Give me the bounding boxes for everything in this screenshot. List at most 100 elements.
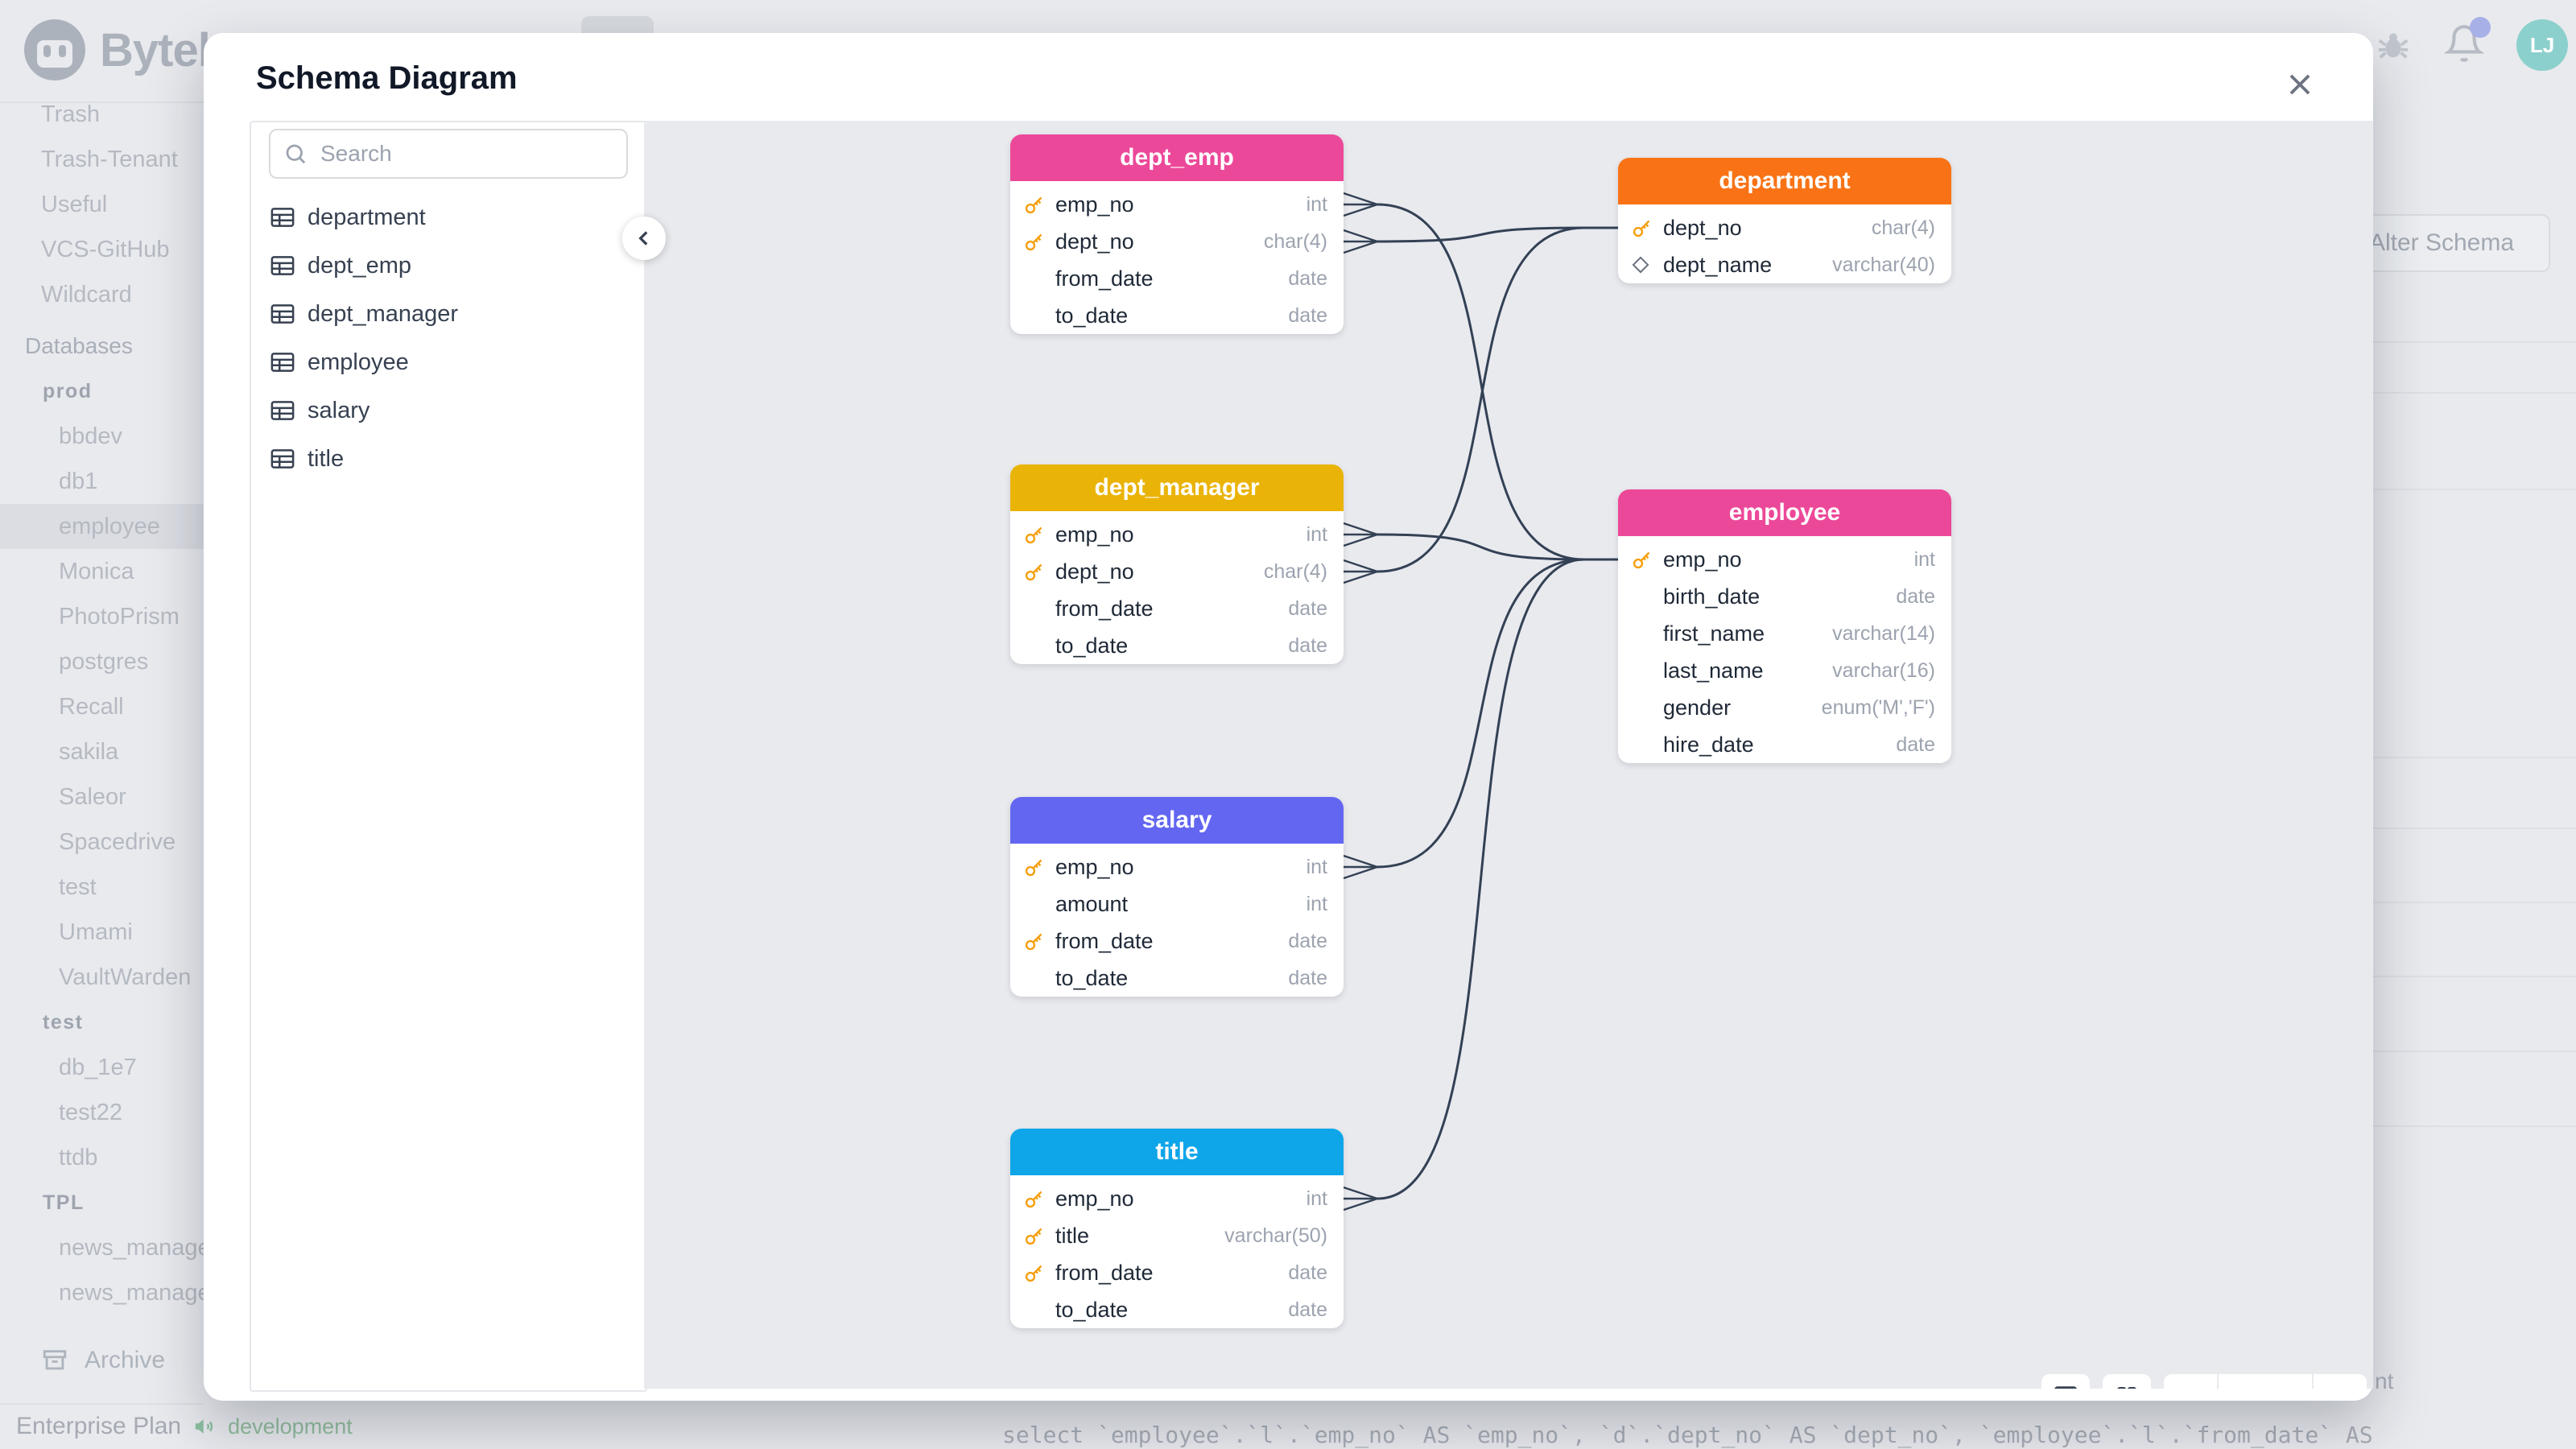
sidebar-item-employee[interactable]: employee bbox=[0, 504, 209, 549]
column-name: dept_no bbox=[1055, 229, 1134, 254]
sidebar-item-spacedrive[interactable]: Spacedrive bbox=[59, 829, 176, 855]
table-list-label: dept_emp bbox=[308, 252, 411, 279]
export-image-button[interactable] bbox=[2041, 1374, 2090, 1389]
table-list-panel: department dept_emp dept_manageremployeesa… bbox=[250, 121, 647, 1392]
column-type: varchar(16) bbox=[1832, 658, 1935, 682]
table-list-item-dept_emp[interactable]: dept_emp bbox=[251, 242, 642, 290]
primary-key-icon bbox=[1025, 233, 1042, 250]
column-name: birth_date bbox=[1663, 584, 1761, 609]
archive-label: Archive bbox=[85, 1347, 166, 1373]
bg-row-line bbox=[2373, 341, 2576, 343]
sidebar-item-db_1e7[interactable]: db_1e7 bbox=[59, 1055, 137, 1080]
column-name: to_date bbox=[1055, 633, 1129, 658]
bg-row-line bbox=[2373, 757, 2576, 758]
table-list-label: department bbox=[308, 204, 426, 230]
column-name: emp_no bbox=[1055, 854, 1134, 879]
column-name: emp_no bbox=[1055, 522, 1134, 547]
table-icon bbox=[270, 304, 295, 324]
sidebar-item-ttdb[interactable]: ttdb bbox=[59, 1145, 98, 1170]
primary-key-icon bbox=[1025, 564, 1042, 580]
zoom-in-button[interactable] bbox=[2314, 1374, 2367, 1389]
close-icon[interactable] bbox=[2281, 65, 2319, 104]
table-header: dept_manager bbox=[1010, 464, 1344, 511]
bg-row-line bbox=[2373, 902, 2576, 903]
table-list-item-department[interactable]: department bbox=[251, 193, 642, 242]
sidebar-item-test[interactable]: test bbox=[59, 874, 97, 900]
notification-bell-icon[interactable] bbox=[2443, 23, 2485, 64]
bytebase-logo-icon bbox=[24, 19, 85, 80]
sidebar-item-vcs-github[interactable]: VCS-GitHub bbox=[41, 237, 170, 262]
sidebar-item-recall[interactable]: Recall bbox=[59, 694, 124, 720]
zoom-out-button[interactable] bbox=[2164, 1374, 2217, 1389]
sidebar-item-vaultwarden[interactable]: VaultWarden bbox=[59, 964, 192, 990]
sidebar-item-news_manage[interactable]: news_manage bbox=[59, 1235, 209, 1261]
sidebar-item-trash[interactable]: Trash bbox=[41, 101, 101, 127]
search-box bbox=[269, 129, 628, 179]
table-list-item-title[interactable]: title bbox=[251, 435, 642, 483]
column-type: varchar(14) bbox=[1832, 621, 1935, 645]
sidebar-item-useful[interactable]: Useful bbox=[41, 192, 108, 217]
column-name: to_date bbox=[1055, 1297, 1129, 1322]
table-header: title bbox=[1010, 1129, 1344, 1175]
sidebar-item-db1[interactable]: db1 bbox=[59, 469, 98, 494]
column-row-to_date: to_date date bbox=[1010, 627, 1344, 664]
bg-row-line bbox=[2373, 828, 2576, 829]
sidebar-item-sakila[interactable]: sakila bbox=[59, 739, 119, 765]
sidebar-item-bbdev[interactable]: bbdev bbox=[59, 423, 123, 449]
canvas-controls: 81% bbox=[2041, 1374, 2367, 1389]
sidebar-group-prod: prod bbox=[43, 380, 93, 402]
sidebar-item-saleor[interactable]: Saleor bbox=[59, 784, 126, 810]
column-name: last_name bbox=[1663, 658, 1764, 683]
sidebar-item-wildcard[interactable]: Wildcard bbox=[41, 282, 132, 308]
column-type: date bbox=[1288, 634, 1327, 657]
avatar-initials: LJ bbox=[2529, 32, 2555, 57]
sidebar-item-photoprism[interactable]: PhotoPrism bbox=[59, 604, 180, 630]
user-avatar[interactable]: LJ bbox=[2516, 19, 2568, 71]
zoom-level: 81% bbox=[2219, 1374, 2312, 1389]
search-icon bbox=[286, 144, 306, 164]
sql-preview-text: select `employee`.`l`.`emp_no` AS `emp_n… bbox=[1002, 1422, 2373, 1448]
column-type: date bbox=[1288, 1261, 1327, 1284]
column-name: to_date bbox=[1055, 965, 1129, 990]
sidebar-item-postgres[interactable]: postgres bbox=[59, 649, 149, 675]
sidebar-item-trash-tenant[interactable]: Trash-Tenant bbox=[41, 147, 178, 172]
bg-row-line bbox=[2373, 392, 2576, 394]
bug-icon[interactable] bbox=[2375, 27, 2412, 64]
table-list-item-employee[interactable]: employee bbox=[251, 338, 642, 386]
sidebar-bottom-divider bbox=[0, 1403, 204, 1405]
sidebar-item-news_manage[interactable]: news_manage bbox=[59, 1280, 209, 1306]
auto-layout-button[interactable] bbox=[2103, 1374, 2151, 1389]
search-input[interactable] bbox=[319, 140, 596, 167]
primary-key-icon bbox=[1025, 859, 1042, 876]
column-type: date bbox=[1288, 1298, 1327, 1321]
table-header: department bbox=[1618, 158, 1951, 204]
clipped-text-fragment: nt bbox=[2375, 1368, 2394, 1393]
sidebar-item-test22[interactable]: test22 bbox=[59, 1100, 122, 1125]
collapse-panel-button[interactable] bbox=[622, 217, 666, 260]
table-icon bbox=[270, 401, 295, 420]
environment-badge: development bbox=[228, 1414, 353, 1439]
sidebar-item-archive[interactable]: Archive bbox=[0, 1338, 250, 1383]
table-list-item-dept_manager[interactable]: dept_manager bbox=[251, 290, 642, 338]
column-type: int bbox=[1306, 522, 1327, 546]
relation-lines bbox=[1343, 192, 1618, 1212]
sidebar-item-umami[interactable]: Umami bbox=[59, 919, 133, 945]
table-list-label: title bbox=[308, 445, 345, 472]
sidebar-item-monica[interactable]: Monica bbox=[59, 559, 134, 584]
table-list-item-salary[interactable]: salary bbox=[251, 386, 642, 435]
